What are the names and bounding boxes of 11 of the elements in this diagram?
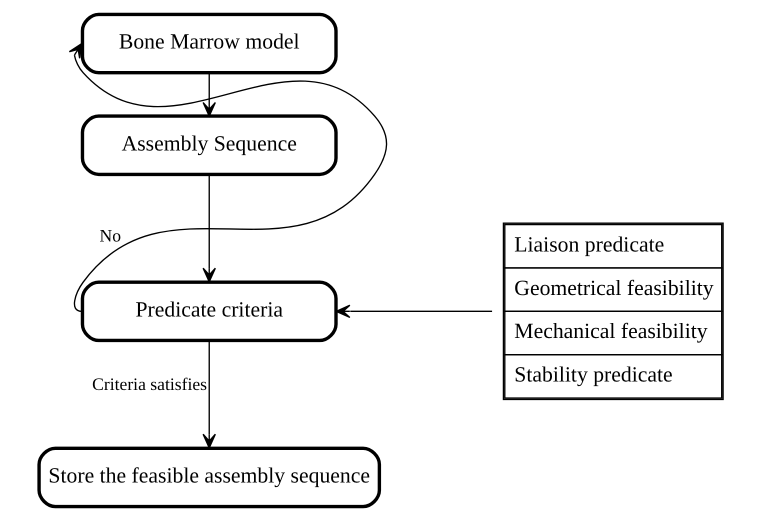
- node-box: Store the feasible assembly sequence: [36, 446, 381, 508]
- edge-label: Criteria satisfies: [92, 373, 207, 394]
- arrow: [202, 340, 216, 448]
- edge-label: No: [99, 225, 121, 246]
- node-box: Assembly Sequence: [80, 114, 338, 176]
- node-box: Predicate criteria: [80, 280, 338, 342]
- arrow: [335, 304, 492, 318]
- arrow: [202, 174, 216, 282]
- arrow: [202, 72, 216, 116]
- arrow: [68, 42, 386, 312]
- node-box: Bone Marrow model: [80, 12, 338, 74]
